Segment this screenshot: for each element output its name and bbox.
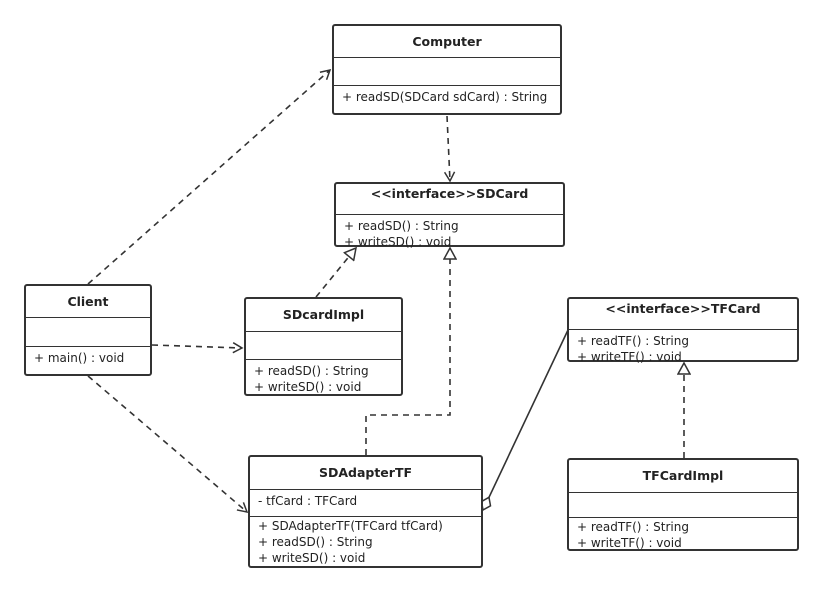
class-name: Client xyxy=(67,293,109,309)
methods-section: + main() : void xyxy=(26,346,150,369)
class-client[interactable]: Client + main() : void xyxy=(24,284,152,376)
method: + main() : void xyxy=(34,351,125,365)
class-sdadaptertf[interactable]: SDAdapterTF - tfCard : TFCard + SDAdapte… xyxy=(248,455,483,568)
methods-section: + SDAdapterTF(TFCard tfCard) + readSD() … xyxy=(250,516,481,569)
edge-computer-sdcard xyxy=(443,115,456,183)
method: + SDAdapterTF(TFCard tfCard) xyxy=(258,519,443,533)
method: + writeTF() : void xyxy=(577,350,682,364)
class-tfcard-interface[interactable]: <<interface>>TFCard + readTF() : String … xyxy=(567,297,799,364)
method: + readTF() : String xyxy=(577,334,689,348)
edge-sdadaptertf-sdcard xyxy=(365,248,450,455)
method: + readSD() : String xyxy=(254,364,369,378)
method: + writeSD() : void xyxy=(344,235,452,249)
attribute: - tfCard : TFCard xyxy=(258,494,358,508)
class-name: Computer xyxy=(412,33,482,49)
method: + readTF() : String xyxy=(577,520,689,534)
methods-section: + readSD() : String + writeSD() : void xyxy=(336,214,563,253)
class-name: TFCardImpl xyxy=(642,468,724,483)
methods-section: + readTF() : String + writeTF() : void xyxy=(569,329,797,368)
method: + writeSD() : void xyxy=(254,380,362,394)
method: + writeTF() : void xyxy=(577,536,682,550)
methods-section: + readTF() : String + writeTF() : void xyxy=(569,517,797,554)
edge-sdcardimpl-sdcard xyxy=(315,248,356,298)
edge-client-sdcardimpl xyxy=(151,342,244,354)
attributes-section xyxy=(26,317,150,346)
edge-client-computer xyxy=(87,68,332,285)
class-sdcard-interface[interactable]: <<interface>>SDCard + readSD() : String … xyxy=(334,182,565,249)
method: + writeSD() : void xyxy=(258,551,366,565)
edge-client-sdadaptertf xyxy=(87,375,249,514)
class-sdcardimpl[interactable]: SDcardImpl + readSD() : String + writeSD… xyxy=(244,297,403,396)
methods-section: + readSD() : String + writeSD() : void xyxy=(246,359,401,398)
attributes-section xyxy=(334,57,560,85)
method: + readSD() : String xyxy=(258,535,373,549)
edge-sdadaptertf-tfcard xyxy=(483,329,569,510)
class-name: SDcardImpl xyxy=(282,307,365,322)
attributes-section xyxy=(246,331,401,359)
attributes-section: - tfCard : TFCard xyxy=(250,489,481,516)
class-name: <<interface>>SDCard xyxy=(370,186,529,201)
class-tfcardimpl[interactable]: TFCardImpl + readTF() : String + writeTF… xyxy=(567,458,799,551)
class-name: <<interface>>TFCard xyxy=(605,301,761,316)
attributes-section xyxy=(569,492,797,517)
class-computer[interactable]: Computer + readSD(SDCard sdCard) : Strin… xyxy=(332,24,562,115)
method: + readSD(SDCard sdCard) : String xyxy=(342,90,548,104)
method: + readSD() : String xyxy=(344,219,459,233)
class-name: SDAdapterTF xyxy=(318,465,413,480)
methods-section: + readSD(SDCard sdCard) : String xyxy=(334,85,560,108)
